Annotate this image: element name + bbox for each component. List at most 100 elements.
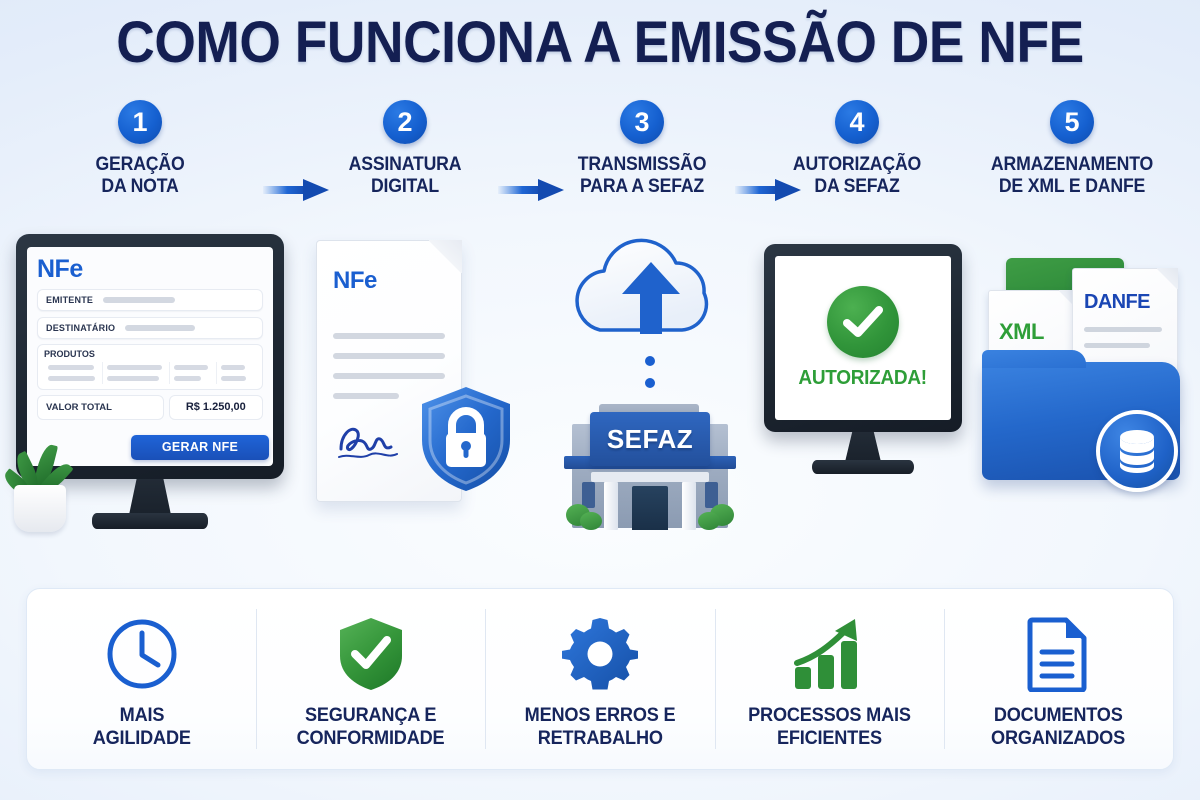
security-shield-lock-icon bbox=[418, 384, 514, 494]
step-label-2-line1: ASSINATURA bbox=[348, 154, 462, 175]
product-cell bbox=[44, 373, 102, 384]
building-lintel bbox=[591, 472, 709, 482]
step-label-3-line1: TRANSMISSÃO bbox=[577, 154, 707, 175]
benefit-label-line1: SEGURANÇA E bbox=[305, 704, 437, 726]
step-label-2-line2: DIGITAL bbox=[370, 176, 440, 197]
benefit-label-line1: PROCESSOS MAIS bbox=[747, 704, 911, 726]
danfe-document-label: DANFE bbox=[1084, 291, 1150, 313]
illustration-step1-monitor: NFe EMITENTE DESTINATÁRIO PRODUTOS bbox=[0, 232, 293, 562]
field-label-emitente: EMITENTE bbox=[46, 295, 94, 305]
document-icon bbox=[1026, 616, 1090, 692]
illustration-step4-authorized-monitor: AUTORIZADA! bbox=[760, 232, 990, 562]
total-label: VALOR TOTAL bbox=[37, 395, 164, 420]
illustration-step2-signed-document: NFe bbox=[300, 232, 530, 562]
authorization-status-text: AUTORIZADA! bbox=[798, 367, 928, 389]
step-number-badge-4: 4 bbox=[835, 100, 879, 144]
shield-check-icon bbox=[337, 616, 405, 692]
sefaz-building: SEFAZ bbox=[564, 400, 736, 535]
sefaz-sign-label: SEFAZ bbox=[590, 412, 710, 466]
benefit-label-line2: RETRABALHO bbox=[537, 727, 663, 749]
document-heading: NFe bbox=[333, 267, 377, 294]
building-window bbox=[705, 482, 718, 508]
monitor-frame: NFe EMITENTE DESTINATÁRIO PRODUTOS bbox=[16, 234, 284, 479]
benefit-item-menos-erros: MENOS ERROS E RETRABALHO bbox=[485, 589, 714, 769]
monitor-frame: AUTORIZADA! bbox=[764, 244, 962, 432]
monitor-stand-neck bbox=[845, 432, 881, 462]
document-text-line bbox=[333, 393, 399, 399]
field-row-emitente: EMITENTE bbox=[37, 289, 263, 311]
step-header-4: 4 AUTORIZAÇÃO DA SEFAZ bbox=[757, 100, 957, 198]
gear-icon bbox=[562, 616, 638, 692]
benefit-label-line1: DOCUMENTOS bbox=[994, 704, 1123, 726]
product-cell bbox=[216, 362, 256, 373]
benefit-item-processos: PROCESSOS MAIS EFICIENTES bbox=[714, 589, 944, 769]
monitor-stand-base bbox=[812, 460, 914, 474]
step-number-badge-1: 1 bbox=[118, 100, 162, 144]
product-cell bbox=[44, 362, 102, 373]
step-label-5-line2: DE XML E DANFE bbox=[998, 176, 1146, 197]
clock-icon bbox=[105, 616, 179, 692]
document-text-line bbox=[333, 333, 445, 339]
success-check-icon bbox=[827, 286, 899, 358]
benefit-item-agilidade: MAIS AGILIDADE bbox=[27, 589, 256, 769]
step-label-3-line2: PARA A SEFAZ bbox=[579, 176, 705, 197]
benefit-label-line2: EFICIENTES bbox=[776, 727, 882, 749]
illustration-step5-storage-folder: XML DANFE bbox=[968, 232, 1200, 562]
product-cell bbox=[168, 373, 217, 384]
xml-document-label: XML bbox=[999, 319, 1044, 344]
building-window bbox=[582, 482, 595, 508]
building-column bbox=[682, 482, 696, 530]
illustration-band: NFe EMITENTE DESTINATÁRIO PRODUTOS bbox=[0, 232, 1200, 562]
step-label-4-line1: AUTORIZAÇÃO bbox=[792, 154, 922, 175]
arrow-3-to-4 bbox=[735, 178, 801, 202]
step-label-4-line2: DA SEFAZ bbox=[814, 176, 900, 197]
benefit-label-line1: MAIS bbox=[119, 704, 164, 726]
step-label-1-line2: DA NOTA bbox=[101, 176, 179, 197]
step-number-badge-2: 2 bbox=[383, 100, 427, 144]
monitor-screen: AUTORIZADA! bbox=[775, 256, 951, 420]
page-fold-corner bbox=[1156, 268, 1178, 290]
monitor-stand-base bbox=[92, 513, 208, 529]
arrow-1-to-2 bbox=[263, 178, 329, 202]
field-row-destinatario: DESTINATÁRIO bbox=[37, 317, 263, 339]
database-icon bbox=[1096, 410, 1178, 492]
benefit-item-documentos: DOCUMENTOS ORGANIZADOS bbox=[943, 589, 1173, 769]
product-cell bbox=[216, 373, 256, 384]
gerar-nfe-button[interactable]: GERAR NFE bbox=[131, 435, 269, 460]
step-header-3: 3 TRANSMISSÃO PARA A SEFAZ bbox=[542, 100, 742, 198]
benefit-label-line2: ORGANIZADOS bbox=[991, 727, 1126, 749]
benefit-label-line1: MENOS ERROS E bbox=[524, 704, 676, 726]
field-value-placeholder bbox=[125, 325, 196, 331]
arrow-2-to-3 bbox=[498, 178, 564, 202]
benefits-panel: MAIS AGILIDADE SEGURANÇA E CONFORMIDADE bbox=[26, 588, 1174, 770]
cloud-upload-icon bbox=[556, 238, 746, 350]
products-grid-row bbox=[44, 373, 256, 384]
benefit-label-line2: AGILIDADE bbox=[92, 727, 191, 749]
total-row: VALOR TOTAL R$ 1.250,00 bbox=[37, 395, 263, 420]
building-column bbox=[604, 482, 618, 530]
illustration-step3-transmission: SEFAZ bbox=[534, 232, 764, 562]
bush bbox=[698, 512, 720, 530]
products-table: PRODUTOS bbox=[37, 344, 263, 390]
field-label-produtos: PRODUTOS bbox=[44, 349, 95, 359]
document-text-line bbox=[333, 353, 445, 359]
field-label-destinatario: DESTINATÁRIO bbox=[46, 323, 116, 333]
product-cell bbox=[168, 362, 217, 373]
products-grid-row bbox=[44, 362, 256, 373]
page-title: COMO FUNCIONA A EMISSÃO DE NFE bbox=[116, 10, 1084, 75]
benefit-item-seguranca: SEGURANÇA E CONFORMIDADE bbox=[256, 589, 485, 769]
document-text-line bbox=[1084, 327, 1162, 332]
product-cell bbox=[102, 362, 168, 373]
step-header-1: 1 GERAÇÃO DA NOTA bbox=[40, 100, 240, 198]
step-header-2: 2 ASSINATURA DIGITAL bbox=[305, 100, 505, 198]
steps-header-row: 1 GERAÇÃO DA NOTA 2 ASSINATURA DIGITAL 3… bbox=[0, 100, 1200, 230]
nfe-form-heading: NFe bbox=[37, 255, 83, 283]
monitor-screen: NFe EMITENTE DESTINATÁRIO PRODUTOS bbox=[27, 247, 273, 466]
transmission-dot bbox=[645, 356, 655, 366]
handwritten-signature-icon bbox=[335, 419, 401, 468]
total-value: R$ 1.250,00 bbox=[168, 395, 263, 420]
step-label-5-line1: ARMAZENAMENTO bbox=[990, 154, 1154, 175]
step-number-badge-3: 3 bbox=[620, 100, 664, 144]
bush bbox=[580, 512, 602, 530]
transmission-dot bbox=[645, 378, 655, 388]
